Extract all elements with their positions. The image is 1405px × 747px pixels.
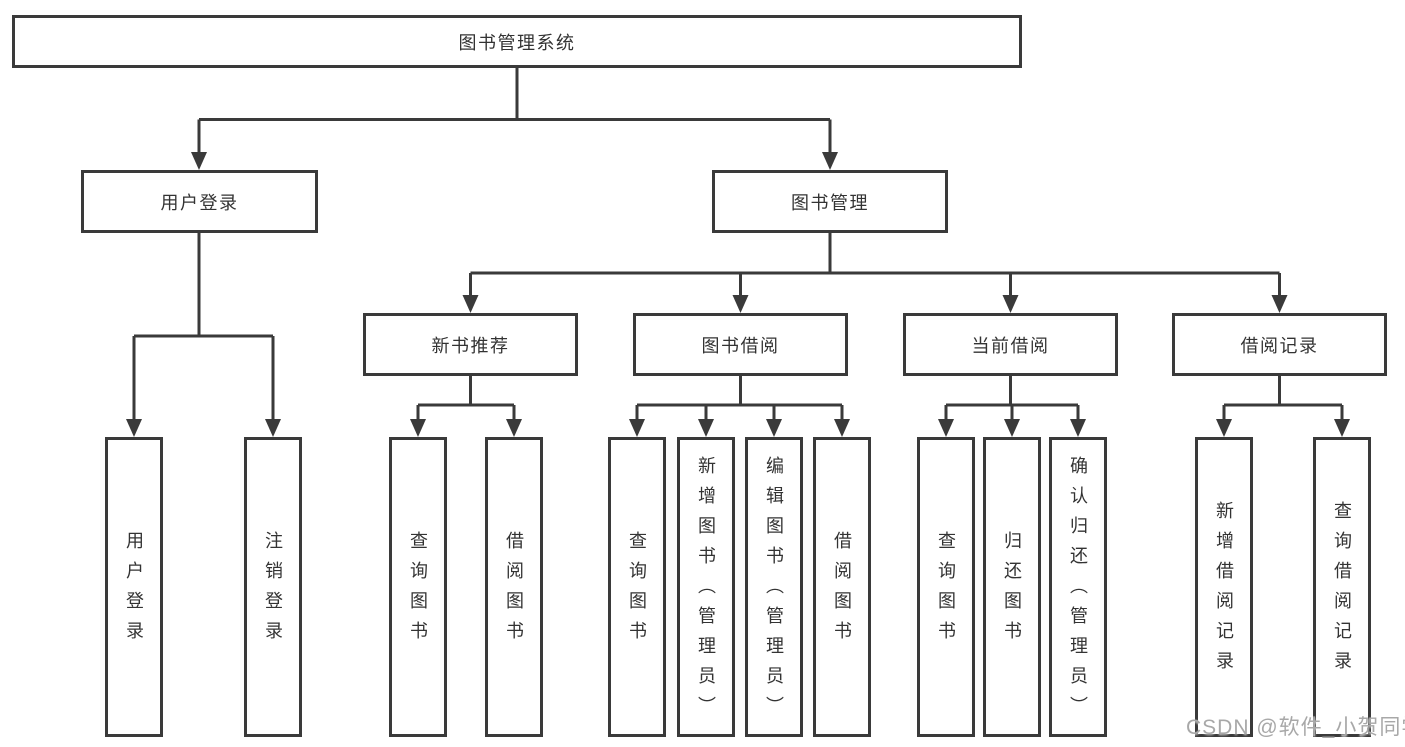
- leaf-return-books: 归还图书: [983, 437, 1041, 737]
- node-user-login: 用户登录: [81, 170, 318, 233]
- node-current-borrow: 当前借阅: [903, 313, 1118, 376]
- leaf-query-borrow-record: 查询借阅记录: [1313, 437, 1371, 737]
- leaf-add-books-admin: 新增图书（管理员）: [677, 437, 735, 737]
- leaf-query-books-recommend: 查询图书: [389, 437, 447, 737]
- leaf-add-borrow-record: 新增借阅记录: [1195, 437, 1253, 737]
- node-book-management: 图书管理: [712, 170, 948, 233]
- node-book-borrow: 图书借阅: [633, 313, 848, 376]
- leaf-query-books-borrow: 查询图书: [608, 437, 666, 737]
- leaf-logout: 注销登录: [244, 437, 302, 737]
- leaf-user-login: 用户登录: [105, 437, 163, 737]
- leaf-edit-books-admin: 编辑图书（管理员）: [745, 437, 803, 737]
- leaf-confirm-return-admin: 确认归还（管理员）: [1049, 437, 1107, 737]
- node-new-book-recommend: 新书推荐: [363, 313, 578, 376]
- leaf-borrow-books-recommend: 借阅图书: [485, 437, 543, 737]
- leaf-borrow-books: 借阅图书: [813, 437, 871, 737]
- leaf-query-books-current: 查询图书: [917, 437, 975, 737]
- node-root-system: 图书管理系统: [12, 15, 1022, 68]
- node-borrow-records: 借阅记录: [1172, 313, 1387, 376]
- csdn-watermark: CSDN @软件_小贺同学: [1186, 716, 1405, 739]
